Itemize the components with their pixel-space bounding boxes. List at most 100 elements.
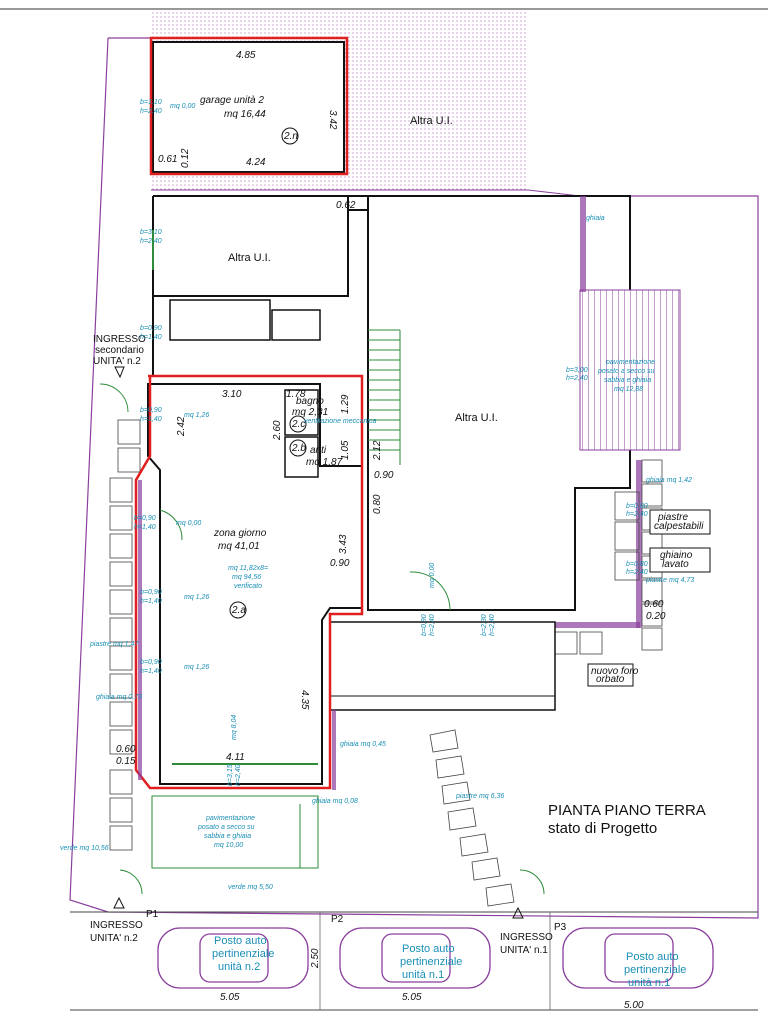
anti-name: anti <box>310 445 327 456</box>
dim-411: 4.11 <box>226 752 245 763</box>
piastre-calp-2: calpestabili <box>654 521 704 532</box>
zona-area: mq 41,01 <box>218 541 260 552</box>
zona-check-3: verificato <box>234 583 262 590</box>
zona-check-1: mq 11,82x8= <box>228 565 268 572</box>
door-swings <box>99 383 545 895</box>
dim-090a: 0.90 <box>374 470 394 481</box>
anti-code: 2.b <box>291 443 306 454</box>
anno-h140c: h=1,40 <box>134 524 156 531</box>
dim-015: 0.15 <box>116 756 136 767</box>
bagno-note: ventilazione meccanica <box>304 418 376 425</box>
garage-highlight <box>149 36 349 176</box>
anno-b090e: b=0,90 <box>140 659 162 666</box>
garage-name: garage unità 2 <box>200 95 264 106</box>
anno-ghiaia-top: ghiaia <box>586 215 605 222</box>
car-icon-p2 <box>339 927 491 989</box>
dim-485: 4.85 <box>236 50 256 61</box>
dim-090b: 0.90 <box>330 558 350 569</box>
anno-b090c: b=0,90 <box>134 515 156 522</box>
anno-b080: b=0,80 <box>626 503 648 510</box>
anno-h240f: h=2,40 <box>626 511 648 518</box>
dim-129: 1.29 <box>340 394 351 414</box>
parking-p2-3: unità n.1 <box>402 969 444 981</box>
pav1-line2: posato a secco su <box>197 824 255 831</box>
entry-arrow-icons <box>113 366 524 919</box>
anno-mq126c: mq 1,26 <box>184 664 209 671</box>
dim-212: 2.12 <box>372 440 383 461</box>
anno-ghiaia142: ghiaia mq 1,42 <box>646 477 692 484</box>
anno-piastre636: piastre mq 6,36 <box>455 793 504 800</box>
anno-verde1056: verde mq 10,56 <box>60 845 109 852</box>
parking-p3-2: pertinenziale <box>624 964 686 976</box>
dim-242: 2.42 <box>176 416 187 437</box>
anno-h240g: h=2,40 <box>626 569 648 576</box>
dim-062: 0.62 <box>336 200 356 211</box>
anno-ghiaia008: ghiaia mq 0,08 <box>312 798 358 805</box>
anno-h240a: h=2.40 <box>140 108 162 115</box>
parking-p2-1: Posto auto <box>402 943 455 955</box>
dim-424: 4.24 <box>246 157 266 168</box>
terrace-hatched <box>579 289 681 451</box>
bagno-room <box>284 389 319 436</box>
dim-060a: 0.60 <box>116 744 136 755</box>
anno-b090d: b=0,90 <box>140 589 162 596</box>
anno-b315: b=3,15 <box>227 764 234 786</box>
anno-b090f: b=0,90 <box>421 614 428 636</box>
anno-piastre147: piastre mq 1,47 <box>89 641 139 648</box>
p2-label: P2 <box>331 914 344 925</box>
zona-name: zona giorno <box>213 528 267 539</box>
unit2-apartment-walls <box>147 383 363 785</box>
anno-b090b: b=0,90 <box>140 407 162 414</box>
courtyard <box>329 621 556 711</box>
anti-room <box>284 436 319 478</box>
piastre-calp-1: piastre <box>657 512 688 523</box>
dim-178: 1.78 <box>286 389 306 400</box>
garage-code: 2.n <box>283 131 298 142</box>
ingresso-secondario-2: secondario <box>95 345 144 356</box>
anno-mq000c: mq 0,00 <box>429 563 436 588</box>
parking-p3-1: Posto auto <box>626 951 679 963</box>
parking-u2-1: Posto auto <box>214 935 267 947</box>
anno-verde550: verde mq 5,50 <box>228 884 273 891</box>
dim-012: 0.12 <box>180 148 191 168</box>
unit2-highlight <box>134 374 364 790</box>
anno-h140b: h=1,40 <box>140 416 162 423</box>
ghiaino-2: lavato <box>662 559 689 570</box>
anno-b300: b=3,00 <box>566 367 588 374</box>
ingresso-secondario-3: UNITA' n.2 <box>93 356 141 367</box>
dim-342: 3.42 <box>327 110 338 130</box>
left-paving-tiles <box>109 419 141 851</box>
pav2-line2: posato a secco su <box>597 368 655 375</box>
anno-mq126a: mq 1,26 <box>184 412 209 419</box>
dim-343: 3.43 <box>338 534 349 554</box>
dim-505a: 5.05 <box>220 992 240 1003</box>
anno-h240d: h=2,40 <box>429 614 436 636</box>
dim-505b: 5.05 <box>402 992 422 1003</box>
garage-area: mq 16,44 <box>224 109 266 120</box>
anno-h140d: h=1,40 <box>140 598 162 605</box>
dim-310: 3.10 <box>222 389 242 400</box>
p3-label: P3 <box>554 922 567 933</box>
dim-260: 2.60 <box>272 420 283 441</box>
anno-b090a: b=0,90 <box>140 325 162 332</box>
anno-mq804: mq 8,04 <box>231 715 238 740</box>
ingresso-secondario-1: INGRESSO <box>93 334 146 345</box>
zona-check-2: mq 94,56 <box>232 574 261 581</box>
bagno-area: mq 2,31 <box>292 407 328 418</box>
anno-ghiaia073: ghiaia mq 0,73 <box>96 694 142 701</box>
anno-b080b: b=0,80 <box>626 561 648 568</box>
anno-h240b: h=2.40 <box>140 238 162 245</box>
anno-mq126b: mq 1,26 <box>184 594 209 601</box>
foro-2: orbato <box>596 674 625 685</box>
dim-061: 0.61 <box>158 154 177 165</box>
pav1-line4: mq 10,00 <box>214 842 243 849</box>
altra-ui-label-1: Altra U.I. <box>410 115 453 127</box>
dim-020: 0.20 <box>646 611 666 622</box>
pavement-bottom <box>151 795 319 869</box>
anno-mq000b: mq 0,00 <box>176 520 201 527</box>
anno-h140e: h=1,40 <box>140 668 162 675</box>
foro-1: nuovo foro <box>591 666 639 677</box>
anno-b310: b=3.10 <box>140 229 162 236</box>
